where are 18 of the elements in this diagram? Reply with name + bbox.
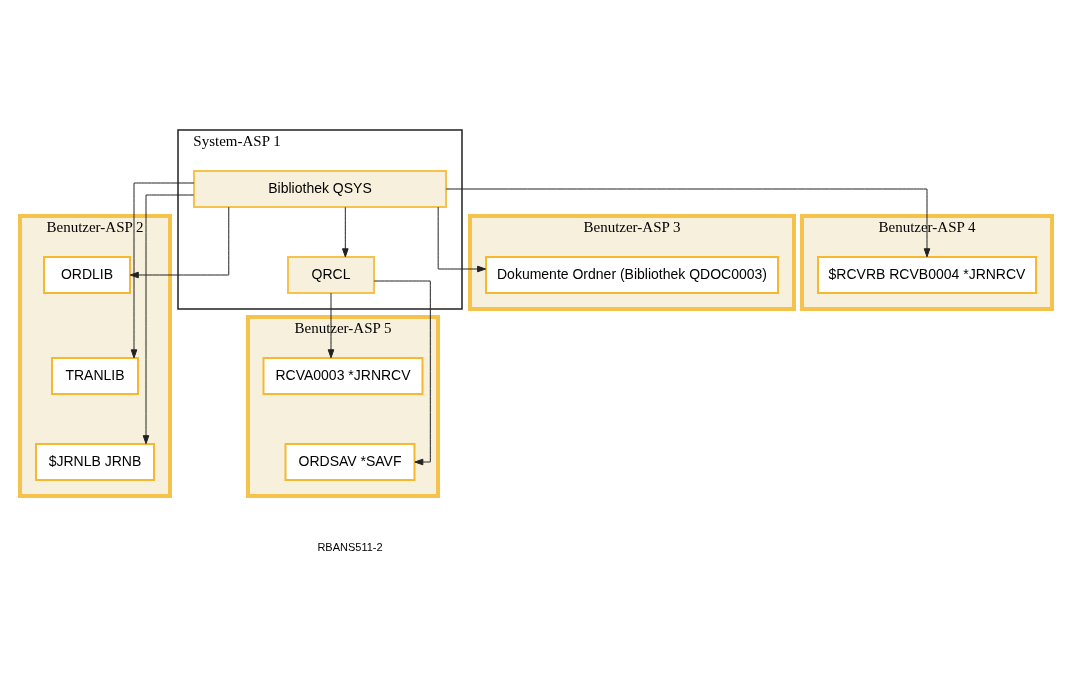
arrow bbox=[445, 188, 931, 257]
arrow bbox=[129, 206, 230, 278]
arrow bbox=[327, 292, 335, 358]
node-box: $RCVRB RCVB0004 *JRNRCV bbox=[817, 255, 1037, 294]
arrow bbox=[142, 194, 195, 444]
node-box: Bibliothek QSYS bbox=[193, 169, 447, 208]
node-box: QRCL bbox=[287, 255, 375, 294]
node-box: Dokumente Ordner (Bibliothek QDOC0003) bbox=[485, 255, 779, 294]
node-box: ORDSAV *SAVF bbox=[284, 442, 416, 481]
arrow bbox=[373, 280, 431, 465]
node-box: $JRNLB JRNB bbox=[35, 442, 155, 481]
arrow bbox=[130, 182, 195, 358]
node-box: RCVA0003 *JRNRCV bbox=[262, 356, 424, 395]
label: RBANS511-2 bbox=[317, 540, 383, 553]
node-box: ORDLIB bbox=[43, 255, 131, 294]
node-box: TRANLIB bbox=[51, 356, 139, 395]
arrow bbox=[437, 206, 487, 272]
arrow bbox=[342, 206, 349, 257]
